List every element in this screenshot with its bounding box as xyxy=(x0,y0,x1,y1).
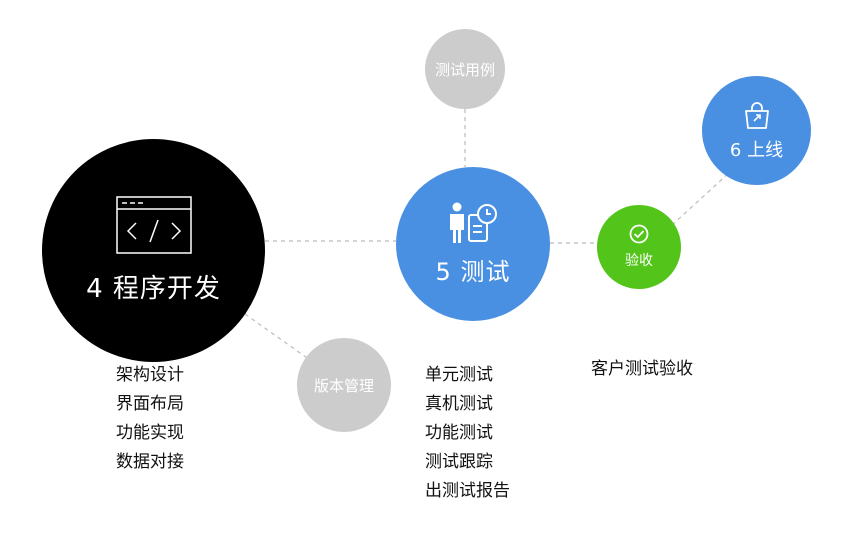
acceptance-task-list: 客户测试验收 xyxy=(591,355,693,384)
testing-task-list: 单元测试 真机测试 功能测试 测试跟踪 出测试报告 xyxy=(425,361,510,506)
list-item: 出测试报告 xyxy=(425,481,510,501)
version-control-label: 版本管理 xyxy=(313,376,374,395)
list-item: 真机测试 xyxy=(425,394,493,414)
launch-node: 6 上线 xyxy=(702,76,811,185)
code-window-icon xyxy=(115,196,192,254)
acceptance-node: 验收 xyxy=(597,205,681,289)
list-item: 架构设计 xyxy=(116,365,184,385)
list-item: 功能实现 xyxy=(116,423,184,443)
testing-node: 5 测试 xyxy=(396,167,550,321)
list-item: 单元测试 xyxy=(425,365,493,385)
list-item: 测试跟踪 xyxy=(425,452,493,472)
test-cases-label: 测试用例 xyxy=(434,60,495,79)
launch-label: 6 上线 xyxy=(729,139,784,161)
list-item: 功能测试 xyxy=(425,423,493,443)
list-item: 客户测试验收 xyxy=(591,359,693,379)
program-development-node: 4 程序开发 xyxy=(42,139,265,362)
test-cases-node: 测试用例 xyxy=(425,29,505,109)
version-control-node: 版本管理 xyxy=(297,338,391,432)
connector-dev-vcs xyxy=(244,313,311,361)
development-task-list: 架构设计 界面布局 功能实现 数据对接 xyxy=(116,361,184,477)
list-item: 界面布局 xyxy=(116,394,184,414)
tester-report-icon xyxy=(450,202,497,243)
shopping-bag-icon xyxy=(744,101,769,129)
list-item: 数据对接 xyxy=(116,452,184,472)
testing-label: 5 测试 xyxy=(435,257,511,286)
acceptance-label: 验收 xyxy=(625,253,653,269)
program-development-label: 4 程序开发 xyxy=(86,274,221,304)
connector-accept-launch xyxy=(671,171,731,226)
check-circle-icon xyxy=(629,224,649,244)
